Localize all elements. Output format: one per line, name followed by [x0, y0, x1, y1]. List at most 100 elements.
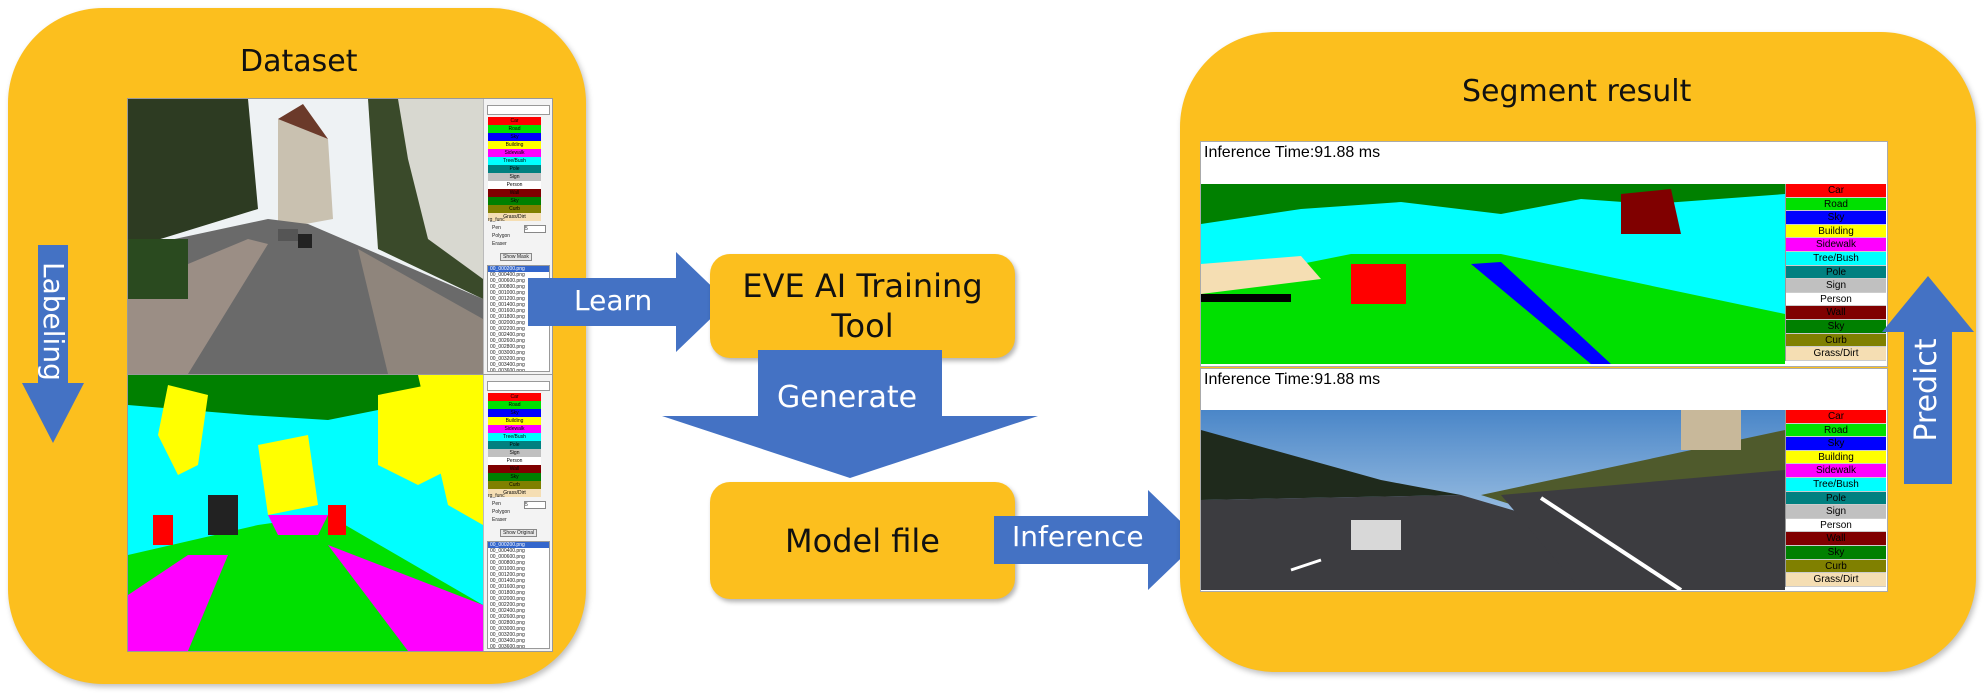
legend-swatch[interactable]: Sidewalk [488, 149, 541, 157]
show-mask-button[interactable]: Show Mask [500, 253, 532, 261]
result-legend-item: Sky [1786, 211, 1886, 225]
tool-label: rg_func [488, 217, 505, 223]
file-list-item[interactable]: 00_002000.png [490, 320, 525, 326]
file-list-item[interactable]: 00_002400.png [490, 332, 525, 338]
file-list-item[interactable]: 00_003200.png [490, 632, 525, 638]
legend-swatch[interactable]: Sidewalk [488, 425, 541, 433]
file-list-item[interactable]: 00_000800.png [490, 560, 525, 566]
file-list-item[interactable]: 00_000200.png [488, 266, 549, 272]
legend-swatch[interactable]: Tree/Bush [488, 433, 541, 441]
street-photo [128, 99, 483, 374]
file-list-item[interactable]: 00_002600.png [490, 614, 525, 620]
file-list-item[interactable]: 00_003200.png [490, 356, 525, 362]
legend-swatch[interactable]: Building [488, 141, 541, 149]
result-legend-item: Tree/Bush [1786, 251, 1886, 266]
result-legend-item: Sidewalk [1786, 464, 1886, 478]
file-list-item[interactable]: 00_000400.png [490, 272, 525, 278]
pen-radio-2[interactable]: Pen [492, 501, 501, 507]
file-list-item[interactable]: 00_003000.png [490, 350, 525, 356]
file-list-item[interactable]: 00_002400.png [490, 608, 525, 614]
file-list-item[interactable]: 00_001200.png [490, 572, 525, 578]
legend-swatch[interactable]: Sky [488, 133, 541, 141]
model-file-box: Model file [710, 482, 1015, 599]
file-list-item[interactable]: 00_002200.png [490, 326, 525, 332]
file-list-item[interactable]: 00_001600.png [490, 584, 525, 590]
generate-arrow [662, 350, 1038, 478]
file-list-item[interactable]: 00_001800.png [490, 314, 525, 320]
color-picker-box-2[interactable] [487, 381, 550, 391]
legend-swatch[interactable]: Curb [488, 481, 541, 489]
legend-swatch[interactable]: Wall [488, 189, 541, 197]
file-list-item[interactable]: 00_002800.png [490, 344, 525, 350]
legend-swatch[interactable]: Person [488, 457, 541, 465]
segmentation-mask [128, 375, 483, 651]
file-list-item[interactable]: 00_001400.png [490, 578, 525, 584]
legend-swatch[interactable]: Pole [488, 165, 541, 173]
legend-swatch[interactable]: Building [488, 417, 541, 425]
brush-size-field[interactable]: 5 [524, 225, 546, 233]
labeling-label: Labeling [37, 262, 70, 381]
legend-swatch[interactable]: Tree/Bush [488, 157, 541, 165]
legend-swatch[interactable]: Grass/Dirt [488, 213, 541, 221]
show-original-button[interactable]: Show Original [500, 529, 538, 537]
inference-time-2: Inference Time:91.88 ms [1204, 371, 1381, 388]
learn-arrow [528, 252, 728, 352]
training-tool-line1: EVE AI Training [742, 267, 983, 305]
inference-arrow [994, 490, 1200, 590]
file-list-item[interactable]: 00_002200.png [490, 602, 525, 608]
file-list-item[interactable]: 00_003600.png [490, 644, 525, 649]
result-legend-item: Pole [1786, 265, 1886, 280]
legend-swatch[interactable]: Wall [488, 465, 541, 473]
file-list-item[interactable]: 00_001600.png [490, 308, 525, 314]
legend-swatch[interactable]: Sky [488, 197, 541, 205]
file-list-item[interactable]: 00_001200.png [490, 296, 525, 302]
file-list-item[interactable]: 00_000600.png [490, 278, 525, 284]
file-list-item[interactable]: 00_002800.png [490, 620, 525, 626]
legend-swatch[interactable]: Road [488, 125, 541, 133]
file-list-item[interactable]: 00_002600.png [490, 338, 525, 344]
file-list-item[interactable]: 00_000800.png [490, 284, 525, 290]
legend-swatch[interactable]: Sky [488, 473, 541, 481]
legend-swatch[interactable]: Road [488, 401, 541, 409]
file-list-item[interactable]: 00_002000.png [490, 596, 525, 602]
result-legend-item: Grass/Dirt [1786, 573, 1886, 587]
legend-swatch[interactable]: Sign [488, 173, 541, 181]
file-list-item[interactable]: 00_003000.png [490, 626, 525, 632]
file-list-item[interactable]: 00_001000.png [490, 566, 525, 572]
legend-swatch[interactable]: Person [488, 181, 541, 189]
file-list-item[interactable]: 00_003400.png [490, 362, 525, 368]
brush-size-field-2[interactable]: 5 [524, 501, 546, 509]
eraser-radio-2[interactable]: Eraser [492, 517, 507, 523]
file-list-item[interactable]: 00_000400.png [490, 548, 525, 554]
predict-label: Predict [1909, 338, 1944, 442]
legend-swatch[interactable]: Car [488, 117, 541, 125]
inference-label: Inference [1012, 520, 1144, 553]
legend-swatch[interactable]: Car [488, 393, 541, 401]
result-legend-item: Road [1786, 197, 1886, 212]
color-picker-box[interactable] [487, 105, 550, 115]
legend-swatch[interactable]: Grass/Dirt [488, 489, 541, 497]
file-list-item[interactable]: 00_003400.png [490, 638, 525, 644]
eraser-radio[interactable]: Eraser [492, 241, 507, 247]
file-list-item[interactable]: 00_000200.png [488, 542, 549, 548]
file-list-item[interactable]: 00_001400.png [490, 302, 525, 308]
file-list-item[interactable]: 00_001800.png [490, 590, 525, 596]
legend-swatch[interactable]: Pole [488, 441, 541, 449]
result-legend-item: Wall [1786, 306, 1886, 320]
legend-swatch[interactable]: Sky [488, 409, 541, 417]
result-legend-item: Curb [1786, 559, 1886, 574]
pen-radio[interactable]: Pen [492, 225, 501, 231]
file-list-item[interactable]: 00_000600.png [490, 554, 525, 560]
file-list-item[interactable]: 00_001000.png [490, 290, 525, 296]
legend-swatch[interactable]: Curb [488, 205, 541, 213]
dataset-title: Dataset [240, 44, 358, 79]
legend-swatch[interactable]: Sign [488, 449, 541, 457]
polygon-radio[interactable]: Polygon [492, 233, 511, 239]
file-list-item[interactable]: 00_003600.png [490, 368, 525, 372]
polygon-radio-2[interactable]: Polygon [492, 509, 511, 515]
